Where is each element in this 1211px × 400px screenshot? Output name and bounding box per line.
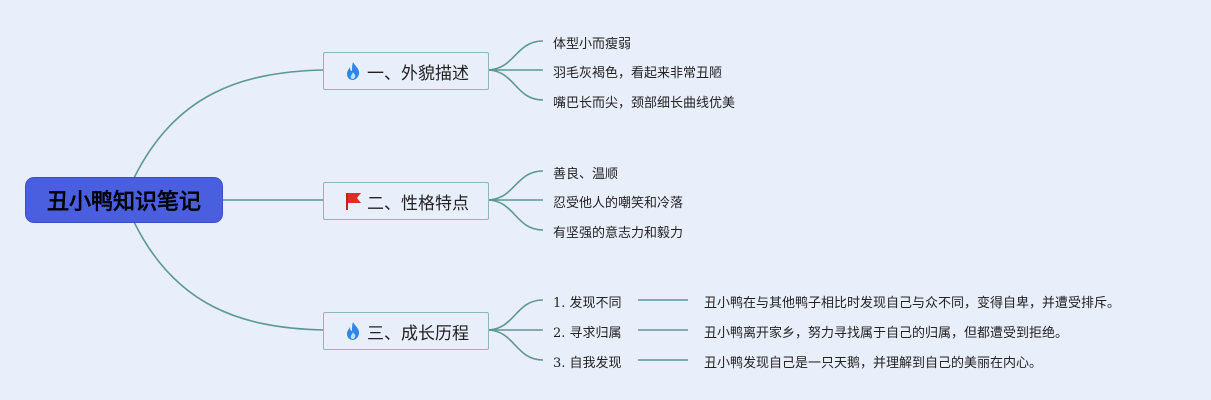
branch-personality[interactable]: 二、性格特点 bbox=[323, 182, 489, 220]
leaf-personality-2[interactable]: 忍受他人的嘲笑和冷落 bbox=[553, 196, 684, 211]
branch-label: 二、性格特点 bbox=[367, 193, 469, 214]
leaf-growth-detail-2[interactable]: 丑小鸭离开家乡，努力寻找属于自己的归属，但都遭受到拒绝。 bbox=[704, 326, 1069, 341]
root-node[interactable]: 丑小鸭知识笔记 bbox=[26, 178, 222, 222]
root-title: 丑小鸭知识笔记 bbox=[46, 190, 201, 215]
leaf-appearance-3[interactable]: 嘴巴长而尖，颈部细长曲线优美 bbox=[553, 96, 736, 111]
leaf-growth-detail-1[interactable]: 丑小鸭在与其他鸭子相比时发现自己与众不同，变得自卑，并遭受排斥。 bbox=[704, 296, 1121, 311]
leaf-appearance-2[interactable]: 羽毛灰褐色，看起来非常丑陋 bbox=[553, 66, 723, 81]
branch-label: 一、外貌描述 bbox=[367, 63, 469, 84]
branch-label: 三、成长历程 bbox=[367, 323, 469, 344]
leaf-growth-step-1[interactable]: 1. 发现不同 bbox=[553, 296, 622, 311]
fire-icon bbox=[343, 321, 363, 341]
branch-growth[interactable]: 三、成长历程 bbox=[323, 312, 489, 350]
red-flag-icon bbox=[343, 191, 363, 211]
leaf-appearance-1[interactable]: 体型小而瘦弱 bbox=[553, 37, 632, 52]
leaf-personality-3[interactable]: 有坚强的意志力和毅力 bbox=[553, 226, 684, 241]
leaf-growth-step-3[interactable]: 3. 自我发现 bbox=[553, 356, 622, 371]
leaf-growth-step-2[interactable]: 2. 寻求归属 bbox=[553, 326, 622, 341]
branch-appearance[interactable]: 一、外貌描述 bbox=[323, 52, 489, 90]
leaf-growth-detail-3[interactable]: 丑小鸭发现自己是一只天鹅，并理解到自己的美丽在内心。 bbox=[704, 356, 1043, 371]
fire-icon bbox=[343, 61, 363, 81]
leaf-personality-1[interactable]: 善良、温顺 bbox=[553, 167, 619, 182]
